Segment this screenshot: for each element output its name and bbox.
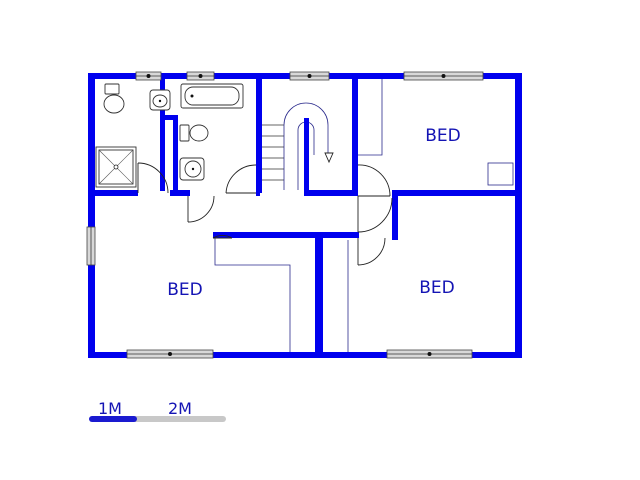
stair-direction-arrow [324,152,334,164]
scale-label-1m: 1M [98,399,122,418]
window-stairs [289,71,330,81]
basin-1 [149,89,171,111]
window-toilet [135,71,162,81]
toilet-2 [179,124,209,142]
door-ensuite [137,162,169,194]
staircase [262,102,334,190]
door-bed-lower-right [357,237,386,266]
window-bed-lower-left [126,349,214,359]
shower [95,146,137,188]
window-bed-lower-right [386,349,473,359]
basin-2 [179,157,205,181]
door-bed-upper-right [357,164,391,197]
windows [86,71,484,359]
room-label-bed-upper-right: BED [425,126,461,146]
room-label-bed-lower-left: BED [167,280,203,300]
door-bed-lower-left [212,235,233,239]
door-bathroom-right [225,164,257,194]
window-bed-upper-right [403,71,484,81]
window-bed-left-side [86,226,96,266]
window-bath [186,71,215,81]
scale-label-2m: 2M [168,399,192,418]
bathtub [180,83,244,109]
walls [88,73,522,358]
door-corridor [357,196,393,233]
toilet-1 [103,83,125,114]
doors [137,162,393,266]
scale-bar: 1M 2M [89,399,226,422]
door-bathroom-left [187,195,215,223]
thin-lines [214,76,514,353]
room-label-bed-lower-right: BED [419,278,455,298]
